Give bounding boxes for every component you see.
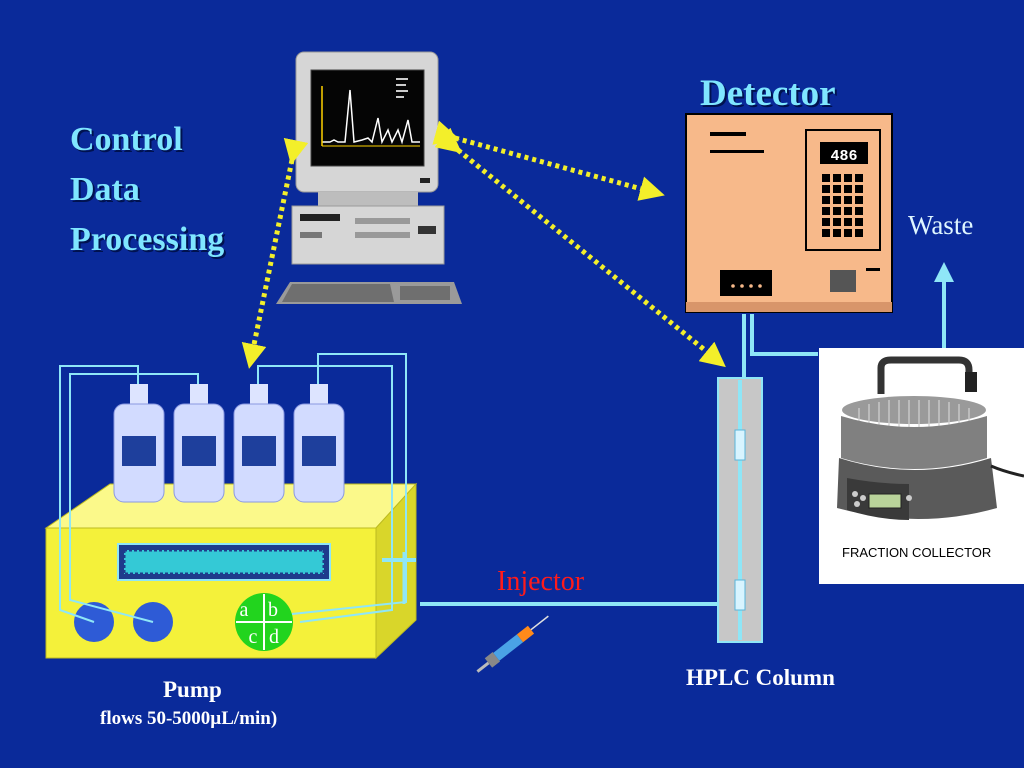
solvent-bottle-icon bbox=[293, 384, 345, 503]
control-line-2: Data bbox=[70, 171, 140, 208]
detector-label: Detector bbox=[700, 73, 836, 114]
pump-label: Pump bbox=[163, 677, 222, 702]
fraction-collector-icon bbox=[837, 356, 1024, 520]
data-link-arrows bbox=[241, 120, 726, 369]
valve-port-b: b bbox=[268, 599, 278, 621]
solvent-bottles bbox=[113, 384, 345, 503]
injector-label: Injector bbox=[497, 566, 585, 597]
detector-icon: 486 bbox=[685, 113, 893, 313]
solvent-bottle-icon bbox=[233, 384, 285, 503]
pump-icon: a b c d bbox=[44, 482, 418, 660]
valve-port-d: d bbox=[269, 626, 279, 648]
hplc-column-label: HPLC Column bbox=[686, 665, 835, 690]
control-line-3: Processing bbox=[70, 221, 225, 258]
solvent-bottle-icon bbox=[173, 384, 225, 503]
hplc-column-icon bbox=[717, 377, 763, 643]
pump-flow-label: flows 50-5000µL/min) bbox=[100, 708, 278, 729]
waste-label: Waste bbox=[908, 210, 974, 240]
syringe-icon bbox=[476, 615, 549, 673]
valve-port-a: a bbox=[240, 599, 249, 621]
control-label: Control Data Processing bbox=[70, 115, 224, 265]
detector-display: 486 bbox=[830, 148, 857, 165]
fraction-collector-panel bbox=[819, 348, 1024, 584]
solvent-bottle-icon bbox=[113, 384, 165, 503]
control-line-1: Control bbox=[70, 121, 183, 158]
waste-arrow bbox=[934, 262, 954, 282]
computer-icon bbox=[276, 51, 462, 304]
valve-port-c: c bbox=[249, 626, 258, 648]
pump-tubing bbox=[59, 353, 416, 623]
fraction-collector-label: FRACTION COLLECTOR bbox=[842, 545, 992, 560]
